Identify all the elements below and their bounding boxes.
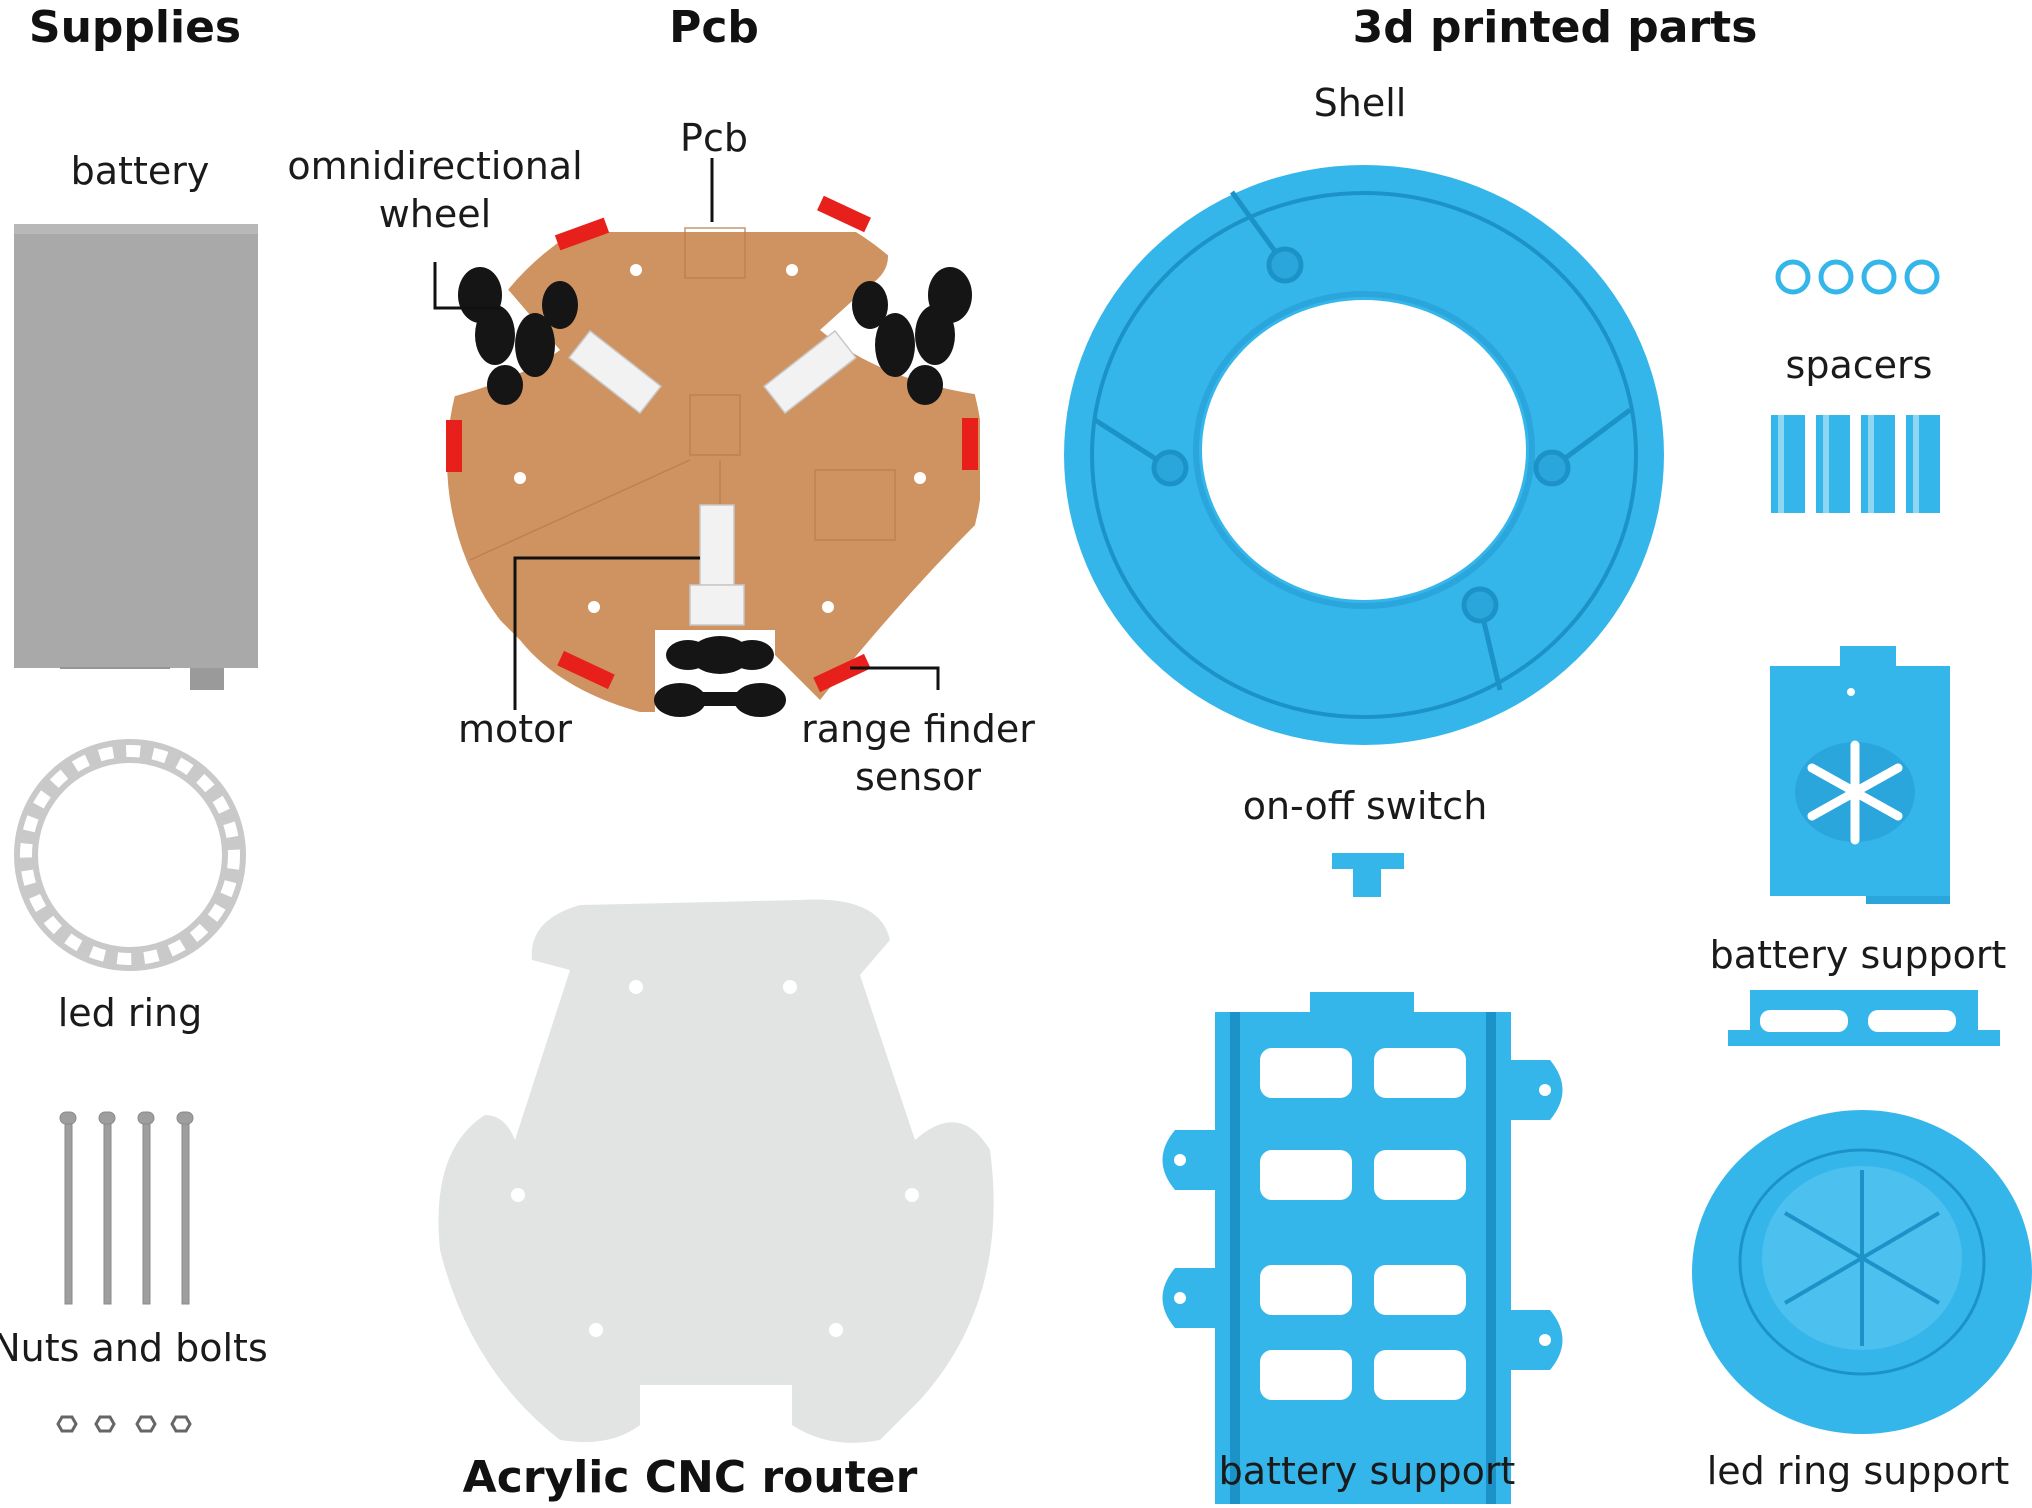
nuts-part <box>56 1415 192 1433</box>
label-range-finder-sensor: range finder sensor <box>801 707 1035 799</box>
shell-part <box>1064 165 1664 745</box>
label-on-off-switch: on-off switch <box>1242 784 1488 828</box>
heading-3d-printed-parts: 3d printed parts <box>1352 2 1758 53</box>
label-led-ring: led ring <box>57 991 203 1035</box>
led-ring-support-part <box>1692 1110 2032 1434</box>
led-ring-part <box>14 739 246 971</box>
label-spacers: spacers <box>1785 343 1933 387</box>
battery-support-side-part <box>1728 990 2000 1046</box>
label-omnidirectional-wheel: omnidirectional wheel <box>287 144 583 236</box>
label-shell: Shell <box>1313 81 1407 125</box>
omni-wheel-right <box>852 267 972 405</box>
label-battery-support-bottom: battery support <box>1218 1449 1516 1493</box>
battery-part <box>14 224 258 690</box>
acrylic-plate <box>438 899 994 1443</box>
battery-support-right-part <box>1770 646 1950 904</box>
heading-acrylic-cnc-router: Acrylic CNC router <box>462 1452 918 1503</box>
motors <box>568 329 857 626</box>
label-pcb: Pcb <box>680 116 748 160</box>
spacer-tubes <box>1771 415 1940 513</box>
spacer-rings <box>1775 259 1940 295</box>
leader-lines <box>433 158 940 710</box>
battery-support-bottom-part <box>1162 992 1563 1504</box>
omni-wheel-bottom <box>654 636 786 717</box>
bolts-part <box>59 1111 194 1305</box>
label-led-ring-support: led ring support <box>1706 1449 2010 1493</box>
on-off-switch-part <box>1332 853 1404 897</box>
heading-pcb: Pcb <box>669 2 759 53</box>
label-battery: battery <box>70 149 210 193</box>
label-battery-support-right: battery support <box>1709 933 2007 977</box>
label-nuts-and-bolts: Nuts and bolts <box>0 1326 268 1370</box>
label-motor: motor <box>457 707 573 751</box>
heading-supplies: Supplies <box>28 2 242 53</box>
